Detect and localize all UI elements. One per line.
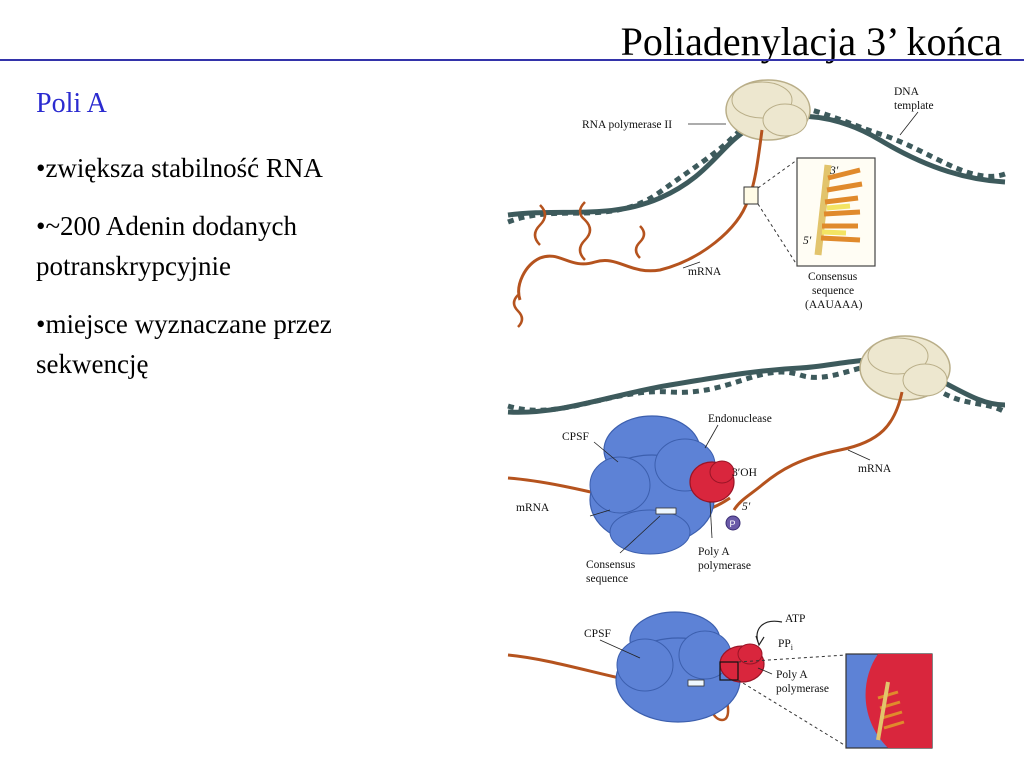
- three-prime-oh-label: 3′OH: [732, 467, 757, 479]
- phosphate-label: P: [730, 519, 736, 529]
- leader-line: [704, 424, 719, 449]
- leader-line: [599, 639, 641, 659]
- ppi-label: PPi: [778, 638, 794, 652]
- poly-a-polymerase-label: polymerase: [698, 560, 751, 572]
- zoom-line: [757, 159, 798, 189]
- dna-helix-strand: [507, 103, 1006, 225]
- rna-polymerase-label: RNA polymerase II: [582, 119, 672, 131]
- consensus-label: sequence: [586, 573, 628, 585]
- cpsf-label: CPSF: [562, 431, 589, 443]
- dna-helix-strand: [507, 361, 1007, 415]
- consensus-label: sequence: [812, 285, 854, 297]
- poly-a-polymerase-label: Poly A: [776, 669, 808, 681]
- polyadenylation-diagram: RNA polymerase II DNA template mRNA 3′ 5…: [507, 79, 1007, 749]
- subtitle: Poli A: [36, 88, 107, 119]
- leader-line: [709, 501, 713, 539]
- poly-a-zoom-panel: [845, 653, 933, 749]
- bullet-item: •zwiększa stabilność RNA: [36, 153, 323, 183]
- five-prime-label: 5′: [803, 235, 812, 247]
- mrna-label: mRNA: [688, 266, 722, 278]
- phosphate-icon: [725, 515, 741, 531]
- zoom-line: [737, 654, 847, 663]
- zoom-line: [757, 203, 798, 266]
- poly-a-polymerase-label: Poly A: [698, 546, 730, 558]
- consensus-box: [655, 507, 677, 515]
- ppi-text: PP: [778, 638, 791, 650]
- poly-a-polymerase: [689, 460, 735, 503]
- polyadenylation-figure: RNA polymerase II DNA template mRNA 3′ 5…: [500, 70, 1024, 768]
- rna-polymerase-ii: [725, 79, 811, 141]
- five-prime-label: 5′: [742, 501, 751, 513]
- consensus-box: [687, 679, 705, 687]
- leader-line: [682, 261, 701, 269]
- mrna-loops: [512, 201, 646, 328]
- leader-line: [757, 667, 773, 675]
- cpsf-label: CPSF: [584, 628, 611, 640]
- three-prime-label: 3′: [829, 165, 839, 177]
- dna-label: DNA: [894, 86, 920, 98]
- slide-title: Poliadenylacja 3’ końca: [620, 19, 1002, 64]
- poly-a-polymerase-label: polymerase: [776, 683, 829, 695]
- leader-line: [899, 111, 919, 136]
- consensus-label: Consensus: [586, 559, 636, 571]
- leader-line: [847, 449, 871, 461]
- rna-polymerase-ii: [859, 335, 951, 401]
- endonuclease-label: Endonuclease: [708, 413, 772, 425]
- panel-3: CPSF ATP PPi Poly A polymerase: [507, 611, 933, 749]
- bullet-item: •miejsce wyznaczane przez sekwencję: [36, 309, 332, 379]
- leader-line: [619, 515, 661, 554]
- bullet-item: •~200 Adenin dodanych potranskrypcyjnie: [36, 211, 298, 281]
- atp-label: ATP: [785, 613, 805, 625]
- panel-2: P Endonuclease CPSF 3′OH mRNA mRNA 5′ Co…: [507, 335, 1007, 585]
- ppi-subscript: i: [791, 643, 794, 652]
- dna-template-label: template: [894, 100, 934, 112]
- bullet-list: •zwiększa stabilność RNA •~200 Adenin do…: [36, 148, 436, 402]
- mrna-strand: [732, 391, 904, 511]
- zoom-box: [719, 661, 739, 681]
- title-rule: [0, 59, 1024, 61]
- mrna-label: mRNA: [516, 502, 550, 514]
- consensus-box: [743, 186, 759, 205]
- panel-1: RNA polymerase II DNA template mRNA 3′ 5…: [507, 79, 1006, 328]
- mrna-label: mRNA: [858, 463, 892, 475]
- leader-line: [593, 441, 619, 463]
- consensus-bases: [814, 164, 863, 256]
- arrow-head-icon: [755, 635, 765, 647]
- cpsf-complex: [615, 611, 741, 723]
- consensus-label: Consensus: [808, 271, 858, 283]
- leader-line: [589, 509, 611, 517]
- consensus-sequence-label: (AAUAAA): [805, 299, 863, 311]
